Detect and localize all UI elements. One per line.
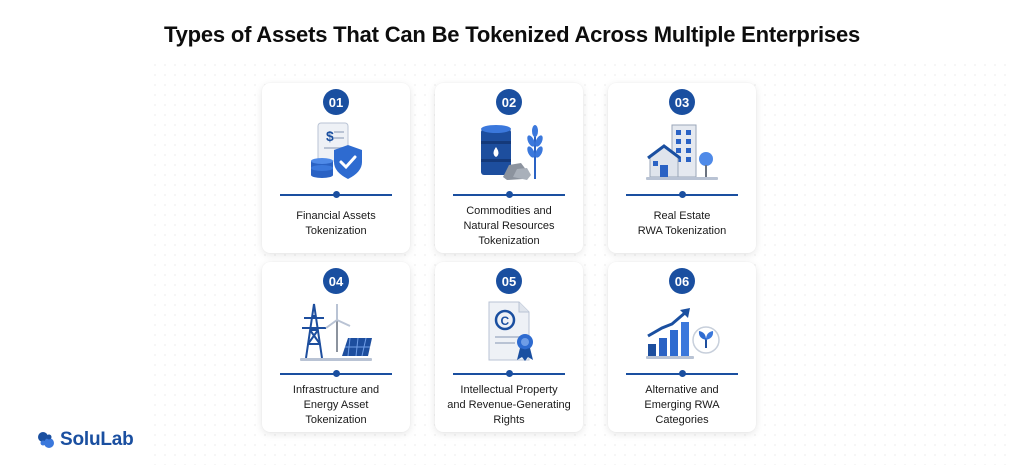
card-label: Real Estate RWA Tokenization [637, 210, 727, 237]
asset-card-real-estate: 03 Real Estate RWA Tokenization [608, 83, 756, 253]
copyright-certificate-icon: C [488, 301, 533, 361]
growth-chart-leaf-icon [646, 308, 720, 359]
divider-dot [679, 191, 686, 198]
asset-card-alternative: 06 Alternative and Emerging RWA Categori… [608, 262, 756, 432]
power-tower-wind-solar-icon [300, 303, 372, 361]
card-number-badge: 06 [669, 268, 695, 294]
card-label: Alternative and Emerging RWA Categories [644, 384, 720, 426]
page-title: Types of Assets That Can Be Tokenized Ac… [163, 22, 861, 47]
card-number-badge: 02 [496, 89, 522, 115]
buildings-icon [646, 124, 718, 180]
card-label: Infrastructure and Energy Asset Tokeniza… [292, 384, 380, 426]
divider-dot [333, 370, 340, 377]
financial-document-shield-icon: $ [311, 122, 362, 179]
card-number-badge: 03 [669, 89, 695, 115]
card-number-badge: 01 [323, 89, 349, 115]
solulab-logo-icon [38, 432, 54, 448]
asset-card-commodities: 02 Commodities and Natural Resources Tok… [435, 83, 583, 253]
asset-card-intellectual-property: 05 C Intellectual Property and Revenue-G… [435, 262, 583, 432]
card-number-badge: 05 [496, 268, 522, 294]
card-number-badge: 04 [323, 268, 349, 294]
oil-barrel-wheat-icon [481, 125, 543, 180]
brand-name: SoluLab [60, 429, 134, 450]
card-label: Intellectual Property and Revenue-Genera… [447, 384, 571, 426]
divider-dot [506, 191, 513, 198]
svg-text:$: $ [326, 128, 334, 144]
svg-text:C: C [501, 314, 510, 328]
divider-dot [506, 370, 513, 377]
card-label: Commodities and Natural Resources Tokeni… [463, 205, 555, 247]
card-label: Financial Assets Tokenization [296, 210, 376, 237]
asset-card-financial: 01 $ Financial Assets Tokenization [262, 83, 410, 253]
divider-dot [333, 191, 340, 198]
divider-dot [679, 370, 686, 377]
solulab-logo: SoluLab [36, 428, 134, 452]
asset-card-infrastructure: 04 Infrastructure and Energy Asset Token… [262, 262, 410, 432]
